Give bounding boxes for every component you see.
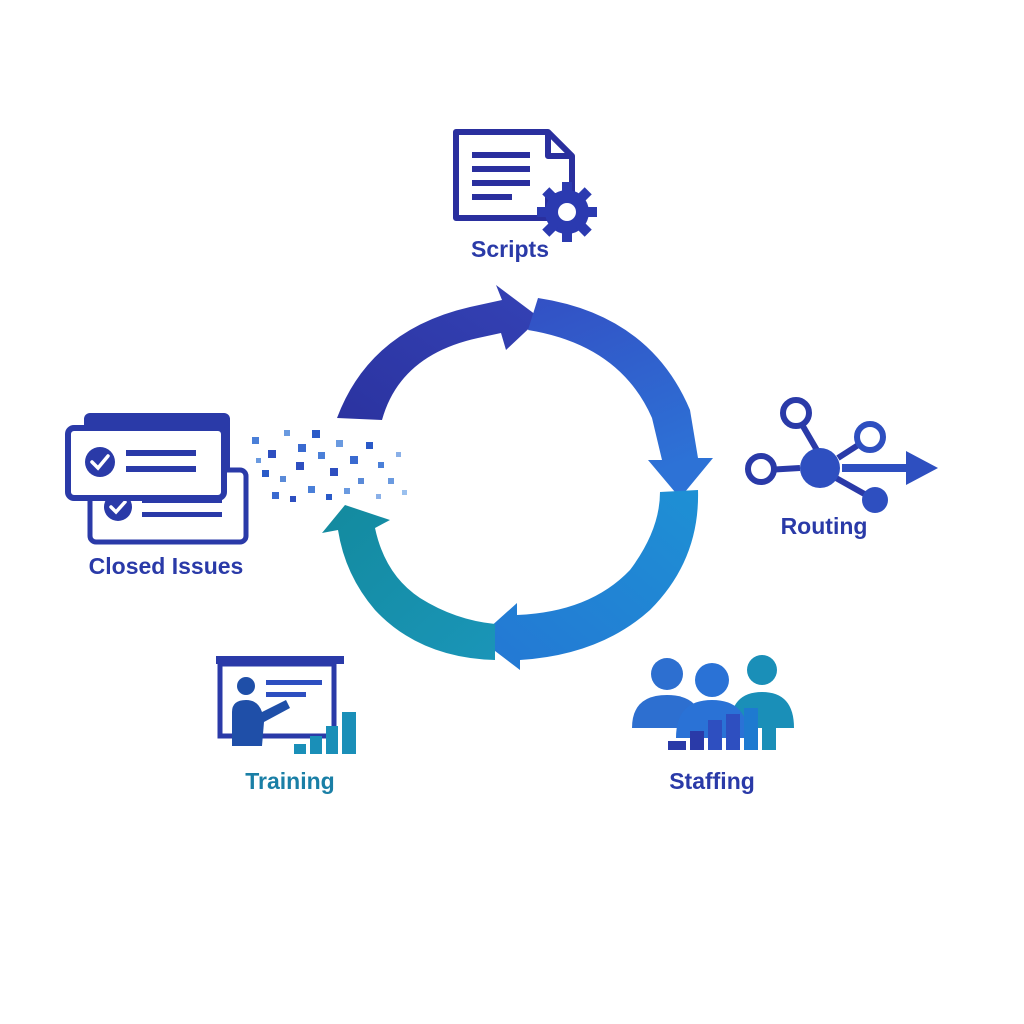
node-label-closed-issues: Closed Issues bbox=[88, 553, 244, 579]
checked-cards-icon bbox=[65, 413, 249, 545]
cycle-arrows bbox=[322, 285, 713, 670]
cycle-arrow-4 bbox=[322, 505, 495, 660]
network-routing-icon bbox=[745, 397, 938, 513]
node-label-scripts: Scripts bbox=[471, 236, 549, 262]
team-growth-icon bbox=[632, 655, 794, 750]
node-label-routing: Routing bbox=[780, 513, 868, 539]
cycle-arrow-3 bbox=[478, 490, 699, 670]
node-label-training: Training bbox=[245, 768, 335, 794]
node-label-staffing: Staffing bbox=[669, 768, 755, 794]
document-gear-icon bbox=[453, 129, 597, 242]
cycle-arrow-1 bbox=[337, 285, 540, 420]
presentation-icon bbox=[216, 656, 356, 754]
data-particle-stream bbox=[252, 430, 407, 502]
cycle-arrow-2 bbox=[528, 298, 713, 498]
